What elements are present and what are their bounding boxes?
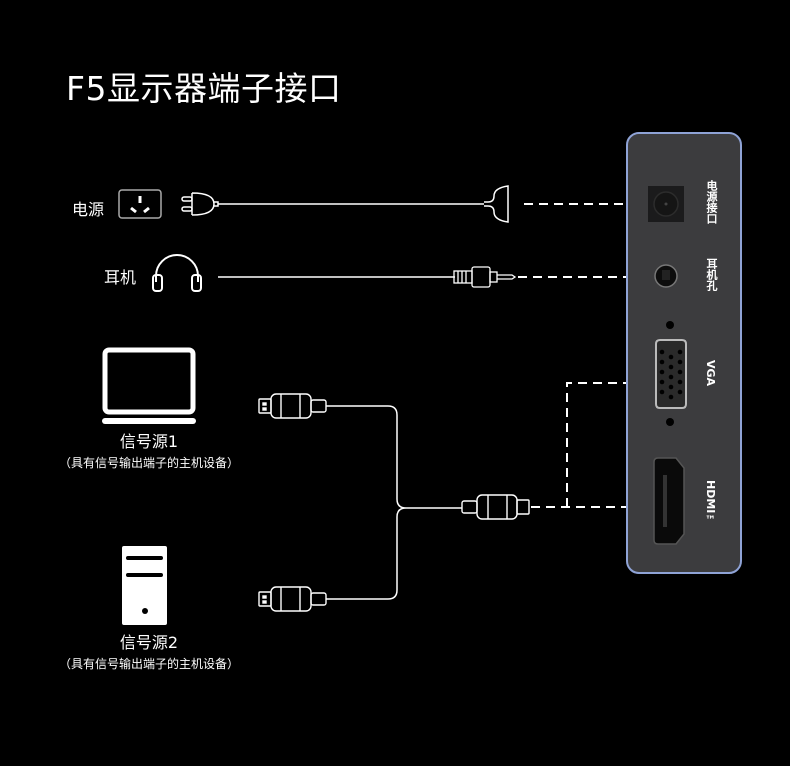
page-title: F5显示器端子接口 bbox=[66, 69, 342, 108]
hdmi-y-cable bbox=[326, 405, 462, 600]
source-2-description: （具有信号输出端子的主机设备） bbox=[58, 657, 239, 671]
source-1-name: 信号源1 bbox=[119, 432, 179, 451]
headphones-icon bbox=[152, 254, 202, 292]
dc-power-port-icon bbox=[648, 186, 684, 222]
video-dashed-lines bbox=[531, 382, 637, 508]
dc-plug-icon bbox=[484, 185, 509, 223]
source-1-description: （具有信号输出端子的主机设备） bbox=[58, 456, 239, 470]
screw-hole-icon bbox=[666, 321, 674, 329]
laptop-icon bbox=[102, 347, 196, 424]
audio-plug-icon bbox=[453, 266, 517, 288]
source-2-name: 信号源2 bbox=[119, 633, 179, 652]
hdmi-port-icon bbox=[653, 457, 685, 545]
port-label-vga: VGA bbox=[704, 360, 717, 387]
port-label-power: 电源接口 bbox=[705, 180, 718, 224]
port-label-audio: 耳机孔 bbox=[705, 258, 718, 291]
hdmi-plug-monitor bbox=[461, 494, 530, 520]
screw-hole-icon bbox=[666, 418, 674, 426]
audio-jack-icon bbox=[654, 264, 678, 288]
vga-port-icon bbox=[655, 339, 687, 409]
hdmi-plug-source-1 bbox=[258, 393, 327, 419]
power-label: 电源 bbox=[72, 200, 105, 219]
headphones-label: 耳机 bbox=[104, 268, 137, 287]
power-plug-icon bbox=[181, 192, 219, 216]
desktop-tower-icon bbox=[122, 546, 167, 625]
port-label-hdmi: HDMI™ bbox=[704, 480, 717, 527]
wall-socket-icon bbox=[118, 189, 162, 219]
hdmi-plug-source-2 bbox=[258, 586, 327, 612]
